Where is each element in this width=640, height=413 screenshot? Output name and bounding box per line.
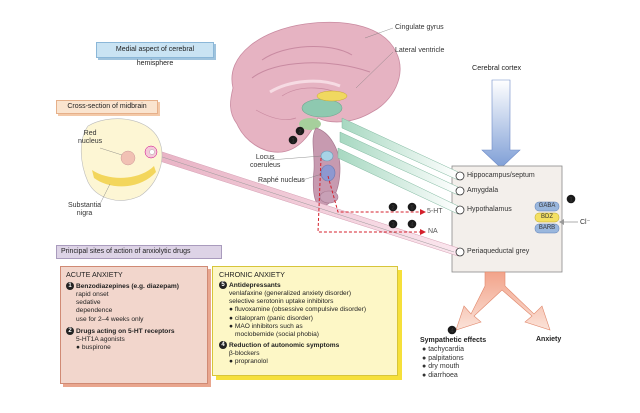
- path-periaqueductal: [149, 147, 459, 257]
- barb-label: BARB: [538, 225, 556, 231]
- raphe-label: Raphé nucleus: [258, 177, 305, 184]
- target-periaqueductal: Periaqueductal grey: [467, 248, 530, 255]
- target-amygdala: Amygdala: [467, 187, 499, 194]
- svg-text:3: 3: [391, 222, 395, 228]
- na-label: NA: [428, 228, 438, 235]
- acute-title: ACUTE ANXIETY: [66, 270, 123, 279]
- target-circle: [455, 205, 465, 215]
- marker-3-path: 3: [388, 219, 398, 229]
- chronic-title: CHRONIC ANXIETY: [219, 270, 285, 279]
- svg-text:5: 5: [410, 205, 414, 211]
- principal-title: Principal sites of action of anxiolytic …: [56, 245, 222, 259]
- path-hippocampus: [341, 117, 459, 181]
- symptom-item: ● dry mouth: [422, 363, 460, 371]
- fornix-region: [316, 90, 348, 102]
- svg-text:4: 4: [450, 328, 454, 334]
- barb-pill: [534, 223, 560, 234]
- bdz-label: BDZ: [541, 214, 553, 220]
- effects-arrows: [455, 271, 551, 331]
- target-circle: [455, 186, 465, 196]
- target-hippocampus: Hippocampus/septum: [467, 172, 535, 179]
- svg-text:2: 2: [391, 205, 395, 211]
- marker-4-path: 4: [407, 219, 417, 229]
- acute-item-1-details: rapid onset sedative dependence use for …: [76, 290, 144, 323]
- symptom-item: ● diarrhoea: [422, 371, 458, 379]
- gaba-label: GABA: [538, 203, 556, 209]
- substantia-label: Substantia nigra: [68, 202, 102, 217]
- marker-effects: 4: [447, 325, 457, 335]
- ht-dashed-path: [327, 175, 420, 213]
- thalamus-region: [301, 98, 343, 118]
- brainstem: [312, 127, 341, 207]
- lateral-ventricle-label: Lateral ventricle: [395, 47, 445, 54]
- gaba-pill: [534, 201, 560, 212]
- red-nucleus-label: Red nucleus: [78, 130, 103, 145]
- marker-5-path: 5: [407, 202, 417, 212]
- anxiety-label: Anxiety: [536, 336, 562, 343]
- hippocampus-region: [299, 118, 321, 130]
- na-dashed-path: [317, 157, 420, 233]
- locus-label: Locus coeruleus: [250, 154, 281, 169]
- marker-2-path: 2: [388, 202, 398, 212]
- cortex-arrow: [481, 79, 521, 169]
- cingulate-label: Cingulate gyrus: [395, 24, 444, 31]
- sympathetic-title: Sympathetic effects: [420, 337, 487, 344]
- acute-item-2-details: 5-HT1A agonists ● buspirone: [76, 335, 125, 351]
- marker-1-brain: 1: [288, 135, 298, 145]
- medial-title: Medial aspect of cerebral hemisphere: [96, 42, 214, 67]
- target-circle: [455, 247, 465, 257]
- target-circle: [455, 171, 465, 181]
- sympathetic-list: ● tachycardia ● palpitations ● dry mouth…: [422, 346, 464, 380]
- chronic-item-1-details: venlafaxine (generalized anxiety disorde…: [229, 289, 367, 338]
- path-hypothalamus: [337, 147, 459, 215]
- marker-2-brain: 2: [295, 126, 305, 136]
- midbrain-title: Cross-section of midbrain: [56, 100, 158, 114]
- path-amygdala: [339, 131, 459, 196]
- target-hypothalamus: Hypothalamus: [467, 206, 512, 213]
- brain-hemisphere: [230, 21, 401, 153]
- svg-text:1: 1: [569, 197, 573, 203]
- svg-text:4: 4: [410, 222, 414, 228]
- symptom-item: ● palpitations: [422, 354, 464, 362]
- symptom-item: ● tachycardia: [422, 346, 464, 353]
- cl-label: Cl⁻: [580, 219, 591, 226]
- svg-text:1: 1: [291, 138, 295, 144]
- midbrain-section: [80, 118, 163, 201]
- svg-text:2: 2: [298, 129, 302, 135]
- chronic-item-2-details: β-blockers ● propranolol: [229, 350, 268, 366]
- marker-receptor: 1: [566, 194, 576, 204]
- cerebral-cortex-label: Cerebral cortex: [472, 63, 522, 72]
- ht-label: 5-HT: [427, 208, 443, 215]
- bdz-pill: [534, 212, 560, 223]
